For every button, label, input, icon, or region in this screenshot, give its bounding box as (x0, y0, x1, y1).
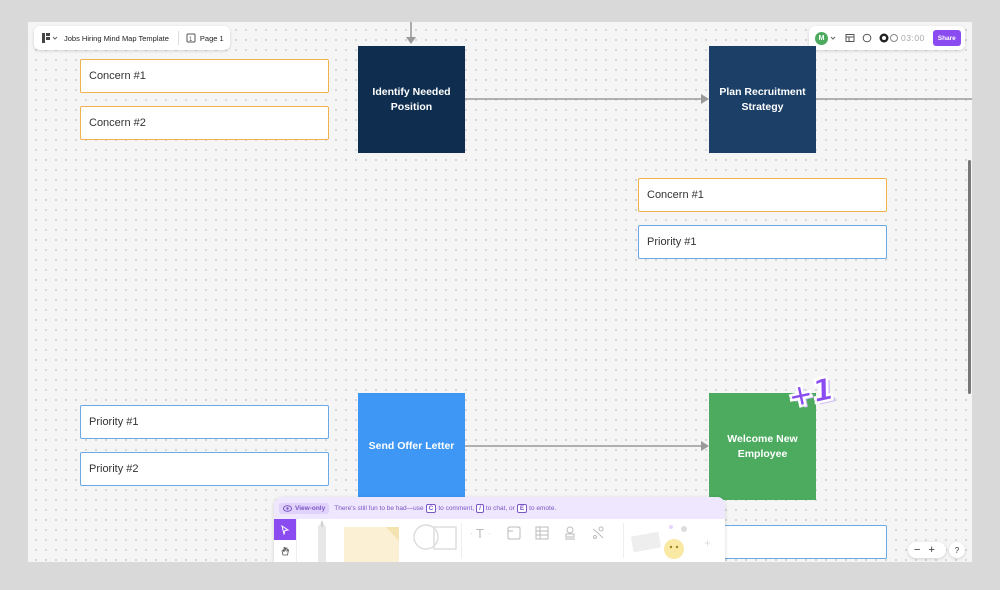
help-button[interactable]: ? (949, 542, 965, 558)
select-tool[interactable] (274, 519, 296, 540)
note-text: Priority #1 (647, 236, 697, 248)
pencil-icon (318, 521, 326, 562)
top-right-toolbar: M 03:00 Share (809, 26, 965, 50)
view-only-banner: View-only There's still fun to be had—us… (274, 497, 725, 519)
plus-icon: + (704, 536, 711, 550)
bottom-toolbar: View-only There's still fun to be had—us… (274, 497, 725, 562)
frame-tool-icon[interactable] (506, 525, 522, 541)
share-button[interactable]: Share (932, 30, 961, 46)
zoom-out-button[interactable]: − (914, 544, 921, 556)
emoji-icon (664, 539, 684, 559)
view-only-label: View-only (295, 504, 326, 512)
insert-tools: ·T· (470, 525, 606, 541)
view-only-badge: View-only (279, 502, 330, 514)
note-priority[interactable]: Priority #1 (638, 225, 887, 259)
comment-icon[interactable] (862, 33, 872, 43)
node-send-offer-letter[interactable]: Send Offer Letter (358, 393, 465, 500)
zoom-controls: − + (908, 542, 946, 558)
hint-text: to emote. (529, 504, 557, 512)
node-plan-recruitment-strategy[interactable]: Plan Recruitment Strategy (709, 46, 816, 153)
page-label: Page 1 (199, 33, 224, 43)
widget-card-icon (631, 532, 661, 552)
note-concern[interactable]: Concern #1 (80, 59, 329, 93)
svg-text:1: 1 (189, 37, 193, 43)
main-menu-icon[interactable] (40, 29, 58, 47)
svg-text:·: · (488, 529, 491, 538)
note-text: Concern #1 (647, 189, 704, 201)
note-text: Priority #2 (89, 463, 139, 475)
chevron-down-icon[interactable] (830, 35, 836, 41)
timer[interactable]: 03:00 (879, 33, 925, 43)
note-text: Concern #1 (89, 70, 146, 82)
actions-tool-icon[interactable] (590, 525, 606, 541)
text-tool-icon[interactable]: ·T· (470, 526, 494, 540)
sticky-note-icon (344, 527, 399, 562)
node-label: Identify Needed Position (372, 85, 451, 113)
canvas[interactable]: Jobs Hiring Mind Map Template 1 Page 1 M… (28, 22, 972, 562)
cursor-icon (281, 524, 290, 535)
node-identify-needed-position[interactable]: Identify Needed Position (358, 46, 465, 153)
shortcut-emote: E (516, 503, 528, 513)
node-welcome-new-employee[interactable]: Welcome New Employee (709, 393, 816, 500)
pointer-tools (274, 519, 297, 562)
note-text: Priority #1 (89, 416, 139, 428)
layout-icon[interactable] (845, 33, 855, 43)
divider (461, 523, 462, 558)
node-label: Plan Recruitment Strategy (719, 85, 806, 113)
page-icon: 1 (186, 33, 196, 43)
hand-tool[interactable] (274, 540, 296, 561)
svg-text:·: · (470, 529, 473, 538)
divider (623, 523, 624, 558)
connector-lines (406, 22, 972, 451)
note-priority[interactable]: Priority #2 (80, 452, 329, 486)
hint-text: to comment, (438, 504, 475, 512)
page-selector[interactable]: 1 Page 1 (186, 33, 224, 43)
svg-text:T: T (476, 526, 484, 540)
creation-tray[interactable] (296, 519, 461, 562)
note-concern[interactable]: Concern #1 (638, 178, 887, 212)
widgets-tray[interactable]: + (626, 519, 725, 562)
user-avatar[interactable]: M (815, 31, 828, 45)
note-text: Concern #2 (89, 117, 146, 129)
node-label: Send Offer Letter (368, 440, 455, 453)
hint-text: There's still fun to be had—use (334, 504, 424, 512)
divider (177, 31, 179, 45)
shortcut-comment: C (425, 503, 437, 513)
hand-icon (281, 546, 289, 555)
hint-text: to chat, or (485, 504, 515, 512)
vertical-scrollbar[interactable] (968, 160, 971, 394)
shape-square-icon (433, 526, 457, 550)
note-priority-partial[interactable] (718, 525, 887, 559)
document-title[interactable]: Jobs Hiring Mind Map Template (64, 33, 169, 43)
zoom-in-button[interactable]: + (928, 544, 935, 556)
shortcut-chat: / (476, 503, 484, 513)
document-header: Jobs Hiring Mind Map Template 1 Page 1 (34, 26, 230, 50)
eye-icon (283, 504, 292, 512)
stamp-tool-icon[interactable] (562, 525, 578, 541)
timer-icon (879, 33, 889, 43)
table-tool-icon[interactable] (534, 525, 550, 541)
timer-value: 03:00 (901, 33, 925, 43)
pause-icon (890, 34, 898, 42)
node-label: Welcome New Employee (727, 432, 798, 460)
note-priority[interactable]: Priority #1 (80, 405, 329, 439)
shape-circle-icon (413, 524, 439, 550)
note-concern[interactable]: Concern #2 (80, 106, 329, 140)
